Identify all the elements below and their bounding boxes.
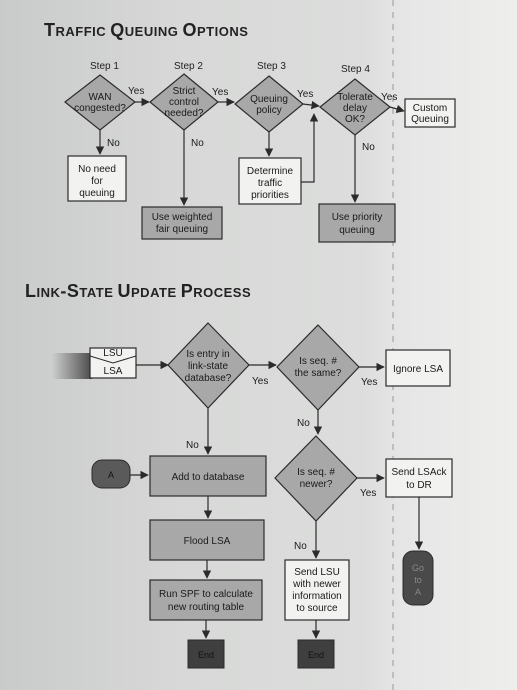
send-lsu-box: Send LSU with newer information to sourc… — [284, 559, 350, 621]
no-need-line2: for — [91, 176, 103, 187]
incoming-bar — [52, 353, 92, 379]
seq-newer-line2: newer? — [300, 479, 333, 490]
wfq-line1: Use weighted — [152, 212, 213, 223]
send-lsu-line1: Send LSU — [294, 567, 340, 578]
strict-control-line2: control — [169, 97, 199, 108]
step-2-label: Step 2 — [174, 61, 203, 72]
a-connector-label: A — [108, 470, 114, 480]
send-lsack-line2: to DR — [406, 480, 432, 491]
send-lsack-line1: Send LSAck — [391, 467, 447, 478]
wan-congested-decision: WAN congested? — [64, 74, 136, 131]
seq-same-decision: Is seq. # the same? — [276, 324, 360, 411]
run-spf-box: Run SPF to calculate new routing table — [149, 579, 263, 621]
yes-label-3: Yes — [297, 89, 313, 100]
tolerate-delay-line3: OK? — [345, 114, 365, 125]
end-label-left: End — [198, 650, 214, 660]
custom-queuing-line1: Custom — [413, 103, 447, 114]
yes-label-seq-same: Yes — [361, 377, 377, 388]
no-need-queuing-box: No need for queuing — [67, 155, 127, 202]
send-lsack-box: Send LSAck to DR — [385, 458, 453, 498]
yes-label-entry: Yes — [252, 376, 268, 387]
entry-line2: link-state — [188, 361, 228, 372]
no-label-entry: No — [186, 440, 199, 451]
determine-line1: Determine — [247, 166, 294, 177]
yes-label-2: Yes — [212, 87, 228, 98]
spf-line2: new routing table — [168, 602, 245, 613]
priority-line2: queuing — [339, 225, 375, 236]
arrow-d4-to-custom — [389, 104, 405, 113]
send-lsu-line3: information — [292, 591, 341, 602]
goto-line2: to — [414, 575, 422, 585]
yes-label-4: Yes — [381, 92, 397, 103]
no-need-line3: queuing — [79, 188, 115, 199]
custom-queuing-box: Custom Queuing — [404, 98, 456, 128]
queuing-policy-line2: policy — [256, 105, 282, 116]
tolerate-delay-decision: Tolerate delay OK? — [319, 78, 391, 136]
queuing-policy-line1: Queuing — [250, 94, 288, 105]
add-to-database-box: Add to database — [149, 455, 267, 497]
priority-queuing-box: Use priority queuing — [318, 203, 396, 243]
flood-lsa-box: Flood LSA — [149, 519, 265, 561]
wan-congested-line1: WAN — [89, 92, 112, 103]
no-label-1: No — [107, 138, 120, 149]
strict-control-decision: Strict control needed? — [149, 73, 219, 131]
end-terminal-left: End — [187, 639, 225, 669]
seq-same-line1: Is seq. # — [299, 356, 337, 367]
strict-control-line1: Strict — [173, 86, 196, 97]
end-terminal-right: End — [297, 639, 335, 669]
wan-congested-line2: congested? — [74, 103, 126, 114]
yes-label-1: Yes — [128, 86, 144, 97]
seq-newer-line1: Is seq. # — [297, 467, 335, 478]
go-to-a-terminal: Go to A — [402, 550, 434, 606]
send-lsu-line2: with newer — [292, 579, 341, 590]
seq-newer-decision: Is seq. # newer? — [274, 435, 358, 522]
priority-line1: Use priority — [332, 212, 383, 223]
send-lsu-line4: to source — [296, 603, 338, 614]
arrow-determine-loop — [301, 113, 319, 183]
determine-line2: traffic — [258, 178, 282, 189]
a-connector: A — [91, 459, 131, 489]
arrow-d3-to-d4 — [302, 100, 320, 110]
entry-in-database-decision: Is entry in link-state database? — [167, 322, 250, 409]
step-3-label: Step 3 — [257, 61, 286, 72]
determine-priorities-box: Determine traffic priorities — [238, 157, 302, 205]
wfq-line2: fair queuing — [156, 224, 208, 235]
step-4-label: Step 4 — [341, 64, 370, 75]
entry-line1: Is entry in — [186, 349, 229, 360]
lsu-envelope: LSU LSA — [89, 347, 137, 379]
entry-line3: database? — [185, 373, 232, 384]
add-db-label: Add to database — [172, 472, 245, 483]
seq-same-line2: the same? — [295, 368, 342, 379]
no-label-seq-newer: No — [294, 541, 307, 552]
goto-line3: A — [415, 587, 421, 597]
lsa-label: LSA — [104, 366, 123, 377]
spf-line1: Run SPF to calculate — [159, 589, 253, 600]
strict-control-line3: needed? — [165, 108, 204, 119]
traffic-queuing-title: TRAFFIC QUEUING OPTIONS — [44, 20, 248, 40]
flood-lsa-label: Flood LSA — [184, 536, 231, 547]
link-state-title: LINK-STATE UPDATE PROCESS — [25, 281, 251, 301]
step-1-label: Step 1 — [90, 61, 119, 72]
lsu-label: LSU — [103, 348, 122, 359]
no-label-seq-same: No — [297, 418, 310, 429]
weighted-fair-queuing-box: Use weighted fair queuing — [141, 206, 223, 240]
no-label-4: No — [362, 142, 375, 153]
tolerate-delay-line1: Tolerate — [337, 92, 373, 103]
queuing-policy-decision: Queuing policy — [234, 75, 304, 133]
end-label-right: End — [308, 650, 324, 660]
goto-line1: Go — [412, 563, 424, 573]
ignore-lsa-label: Ignore LSA — [393, 364, 443, 375]
ignore-lsa-box: Ignore LSA — [385, 349, 451, 387]
custom-queuing-line2: Queuing — [411, 114, 449, 125]
determine-line3: priorities — [251, 190, 289, 201]
no-need-line1: No need — [78, 164, 116, 175]
yes-label-seq-newer: Yes — [360, 488, 376, 499]
no-label-2: No — [191, 138, 204, 149]
tolerate-delay-line2: delay — [343, 103, 367, 114]
